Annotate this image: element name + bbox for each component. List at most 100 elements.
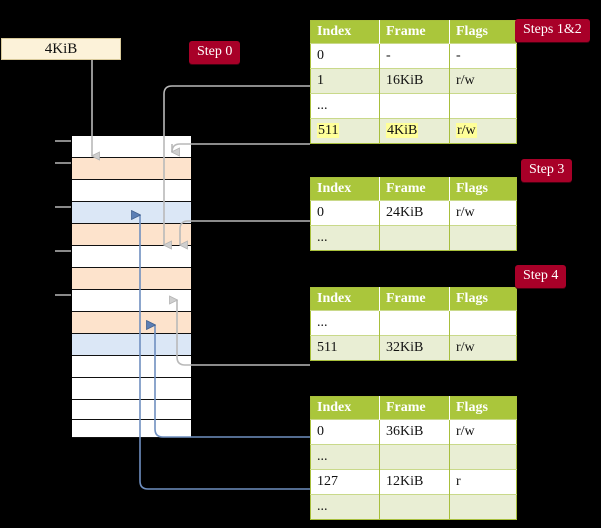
highlighted-value: 511 [317,123,340,138]
table-row: ... [310,494,517,520]
cell-flags: r/w [449,419,517,445]
cell-frame [379,225,450,251]
table-row: ... [310,93,517,119]
cell-flags [449,310,517,336]
cell-frame: 12KiB [379,469,450,495]
memory-row-table-9 [72,334,191,356]
cell-frame [379,494,450,520]
memory-row-frame-6 [72,268,191,290]
memory-row-frame-8 [72,312,191,334]
cell-index: 127 [310,469,380,495]
table-row: ... [310,444,517,470]
cell-frame: 32KiB [379,335,450,361]
column-header-flags: Flags [449,396,517,420]
table-row: 0-- [310,43,517,69]
memory-tick-1 [55,162,71,164]
cell-index: 0 [310,43,380,69]
memory-row-plain-11 [72,378,191,400]
memory-row-plain-7 [72,290,191,312]
highlighted-value: r/w [456,123,477,138]
cell-frame [379,444,450,470]
badge-steps-1-2: Steps 1&2 [515,19,590,42]
cell-flags: - [449,43,517,69]
column-header-index: Index [310,177,380,201]
cell-index: 511 [310,335,380,361]
cell-index: 0 [310,419,380,445]
badge-step-0: Step 0 [189,41,241,64]
badge-step-3: Step 3 [521,159,573,182]
memory-row-plain-5 [72,246,191,268]
memory-row-plain-0 [72,136,191,158]
cell-flags [449,494,517,520]
cell-flags: r/w [449,118,517,144]
virtual-page-box: 4KiB [1,38,121,60]
column-header-flags: Flags [449,20,517,44]
cell-index: ... [310,494,380,520]
wire-table1-511-out [171,143,310,153]
column-header-flags: Flags [449,287,517,311]
table-row: ... [310,225,517,251]
column-header-flags: Flags [449,177,517,201]
memory-row-plain-13 [72,420,191,438]
highlighted-value: 4KiB [386,123,419,138]
cell-frame [379,310,450,336]
memory-row-table-3 [72,202,191,224]
cell-flags [449,444,517,470]
memory-row-frame-4 [72,224,191,246]
cell-frame: 36KiB [379,419,450,445]
cell-frame [379,93,450,119]
cell-flags [449,93,517,119]
memory-tick-3 [55,250,71,252]
cell-index: ... [310,93,380,119]
cell-frame: - [379,43,450,69]
table-row: 511 4KiB r/w [310,118,517,144]
cell-flags: r/w [449,335,517,361]
wire-table2-to-column [180,220,310,245]
cell-flags: r/w [449,68,517,94]
cell-index: 0 [310,200,380,226]
cell-index: 511 [310,118,380,144]
column-header-index: Index [310,396,380,420]
column-header-index: Index [310,20,380,44]
memory-row-frame-1 [72,158,191,180]
memory-tick-4 [55,294,71,296]
memory-tick-2 [55,206,71,208]
memory-row-plain-2 [72,180,191,202]
cell-flags: r [449,469,517,495]
physical-memory-column [71,135,191,438]
memory-tick-0 [55,140,71,142]
cell-flags [449,225,517,251]
cell-index: 1 [310,68,380,94]
column-header-frame: Frame [379,287,450,311]
cell-index: ... [310,310,380,336]
memory-row-plain-12 [72,400,191,420]
badge-step-4: Step 4 [515,265,567,288]
cell-index: ... [310,444,380,470]
cell-frame: 24KiB [379,200,450,226]
cell-flags: r/w [449,200,517,226]
column-header-index: Index [310,287,380,311]
cell-frame: 4KiB [379,118,450,144]
column-header-frame: Frame [379,396,450,420]
column-header-frame: Frame [379,177,450,201]
column-header-frame: Frame [379,20,450,44]
wire-table3-to-column [177,300,310,366]
table-row: ... [310,310,517,336]
cell-index: ... [310,225,380,251]
cell-frame: 16KiB [379,68,450,94]
virtual-page-label: 4KiB [44,41,78,57]
